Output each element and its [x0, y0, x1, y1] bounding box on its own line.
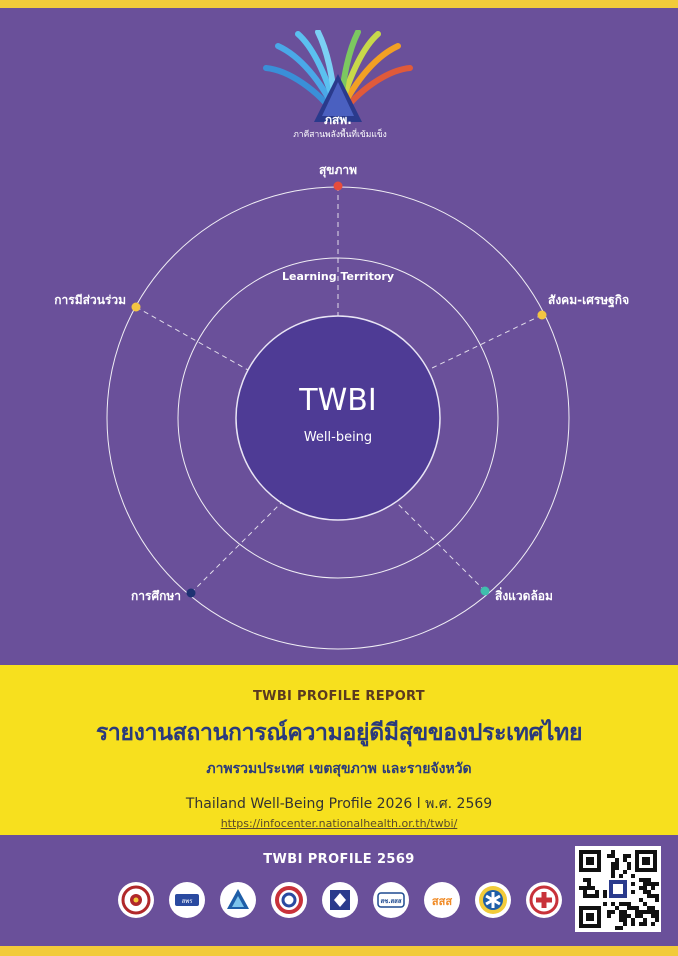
thaihealth-logo-icon: สสส [424, 882, 460, 918]
partner-text-thaihealth: สสส [432, 895, 452, 908]
university-logo-icon: สช.สสส [373, 882, 409, 918]
top-accent-bar [0, 0, 678, 8]
report-kicker: TWBI PROFILE REPORT [253, 689, 425, 704]
wellbeing-diagram: TWBI Well-being Learning Territory สุขภา… [54, 163, 629, 650]
star-of-life-icon [475, 882, 511, 918]
node-health-dot [333, 181, 343, 191]
red-seal-emblem-icon [118, 882, 154, 918]
node-socio-economic-dot [537, 310, 547, 320]
logo-text: ภสพ. [324, 113, 352, 127]
partner-text-spr: สพร [182, 898, 194, 905]
partner-logos: สพร สช.สสส สสส [118, 882, 562, 918]
report-subtitle-en: Thailand Well-Being Profile 2026 l พ.ศ. … [185, 796, 493, 812]
logo-tagline: ภาคีสานพลังพื้นที่เข้มแข็ง [293, 128, 387, 140]
connector-lines [135, 186, 543, 594]
node-environment: สิ่งแวดล้อม [480, 586, 553, 603]
tnhc-logo: ภสพ. ภาคีสานพลังพื้นที่เข้มแข็ง [263, 30, 413, 140]
node-socio-economic-label: สังคม-เศรษฐกิจ [548, 293, 629, 308]
blue-agency-logo-icon: สพร [169, 882, 205, 918]
red-cross-logo-icon [526, 882, 562, 918]
hand-fan-icon [263, 30, 413, 122]
center-title: TWBI [298, 383, 376, 418]
blue-square-emblem-icon [322, 882, 358, 918]
report-title: รายงานสถานการณ์ความอยู่ดีมีสุขของประเทศไ… [95, 720, 583, 746]
center-subtitle: Well-being [304, 430, 372, 445]
ring-label: Learning Territory [282, 270, 394, 283]
bottom-accent-bar [0, 946, 678, 956]
red-blue-ring-logo-icon [271, 882, 307, 918]
report-title-band: TWBI PROFILE REPORT รายงานสถานการณ์ความอ… [0, 665, 678, 835]
node-participation-label: การมีส่วนร่วม [54, 293, 126, 307]
qr-code-pattern [579, 850, 659, 930]
report-url-link[interactable]: https://infocenter.nationalhealth.or.th/… [220, 817, 458, 830]
node-health-label: สุขภาพ [319, 163, 357, 178]
node-participation-dot [131, 302, 141, 312]
node-education-label: การศึกษา [131, 589, 181, 603]
node-health: สุขภาพ [319, 163, 357, 191]
node-participation: การมีส่วนร่วม [54, 293, 141, 312]
node-environment-label: สิ่งแวดล้อม [495, 587, 553, 603]
node-socio-economic: สังคม-เศรษฐกิจ [537, 293, 629, 320]
profile-label: TWBI PROFILE 2569 [263, 852, 415, 867]
mountain-triangle-logo-icon [220, 882, 256, 918]
report-subtitle-th: ภาพรวมประเทศ เขตสุขภาพ และรายจังหวัด [206, 761, 472, 777]
node-education: การศึกษา [131, 588, 196, 603]
node-environment-dot [480, 586, 490, 596]
partner-text-nhc: สช.สสส [381, 898, 402, 905]
center-circle [235, 315, 441, 521]
node-education-dot [186, 588, 196, 598]
qr-code[interactable] [575, 846, 661, 932]
